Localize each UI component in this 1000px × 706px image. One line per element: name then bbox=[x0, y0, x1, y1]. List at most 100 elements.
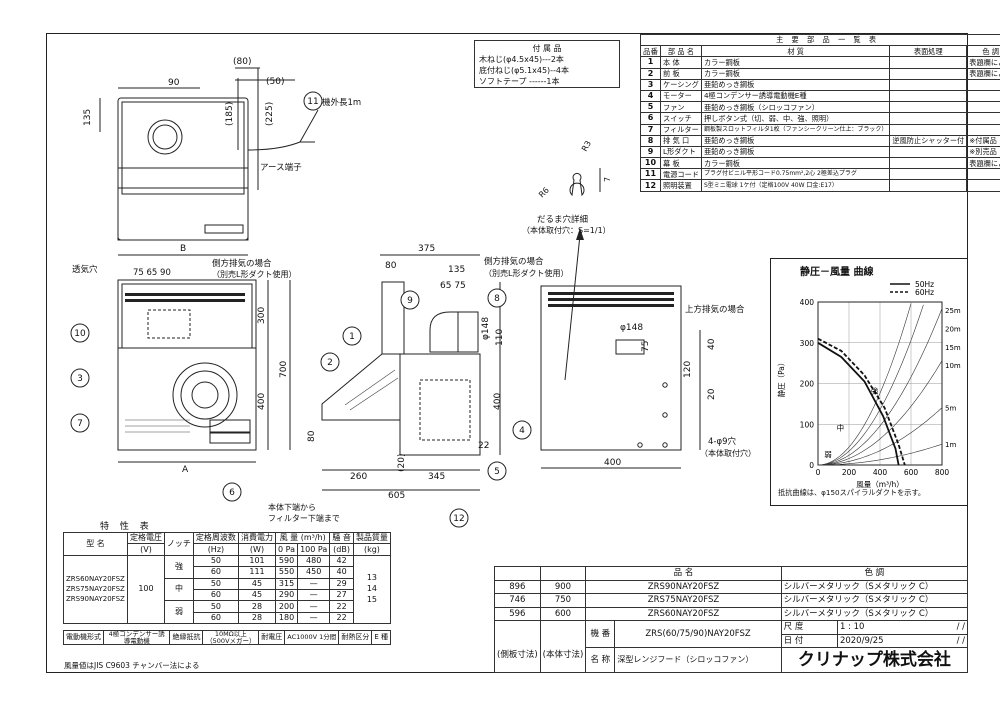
spec-cell: — bbox=[297, 577, 331, 590]
x-tick-label: 0 bbox=[816, 468, 821, 477]
dim-text: 75 bbox=[641, 341, 651, 352]
dim-text: (20) bbox=[397, 454, 407, 472]
daruma-sub: （本体取付穴：S=1/1） bbox=[522, 225, 611, 235]
spec-cell: 27 bbox=[329, 588, 354, 602]
title-header: 品 名 bbox=[585, 566, 782, 581]
front-view-fan bbox=[172, 362, 238, 428]
accessory-line: ソフトテープ ------1本 bbox=[479, 77, 560, 86]
dim-text: 120 bbox=[683, 361, 693, 378]
spec-cell: 22 bbox=[329, 611, 354, 625]
top-view-exhaust-circle bbox=[147, 119, 183, 155]
parts-cell-surface bbox=[889, 157, 968, 170]
x-axis-label: 風量（m³/h） bbox=[856, 480, 904, 489]
spec-cell: 28 bbox=[237, 600, 277, 613]
spec-header: 100 Pa bbox=[297, 543, 331, 556]
y-tick-label: 0 bbox=[809, 461, 814, 470]
balloon-7 bbox=[70, 413, 90, 433]
balloon-label: 9 bbox=[407, 296, 413, 306]
accessory-line: 底付ねじ(φ5.1x45)--4本 bbox=[479, 66, 570, 75]
spec-header: (W) bbox=[237, 543, 277, 556]
chart-title: 静圧－風量 曲線 bbox=[800, 267, 874, 278]
title-cell-color: シルバーメタリック（Sメタリック C） bbox=[780, 579, 969, 594]
spec-cell: 50 bbox=[192, 554, 239, 568]
parts-cell-name: 照明装置 bbox=[660, 179, 702, 192]
dim-text: R3 bbox=[580, 139, 593, 153]
spec-weight: 14 bbox=[366, 584, 378, 594]
title-cell-a: 900 bbox=[539, 579, 587, 594]
fan-curve-60Hz bbox=[817, 337, 906, 466]
company-name: クリナップ株式会社 bbox=[780, 647, 969, 673]
top-exhaust-label: 上方排気の場合 bbox=[685, 304, 745, 315]
top-view-inner bbox=[121, 101, 245, 195]
balloon-label: 6 bbox=[229, 488, 235, 498]
dim-text: 22 bbox=[478, 441, 489, 451]
parts-cell-surface bbox=[889, 123, 968, 136]
spec-cell: 60 bbox=[192, 588, 239, 602]
dim-text: 80 bbox=[307, 430, 317, 442]
parts-cell-material: 亜鉛めっき鋼板 bbox=[700, 134, 891, 147]
spec-weight: 15 bbox=[366, 595, 378, 605]
top-view-hood bbox=[117, 187, 249, 241]
dim-text: 375 bbox=[418, 244, 435, 254]
spec-table: 型 名 定格電圧 ノッチ 定格周波数 消費電力 風 量 (m³/h) 騒 音 製… bbox=[63, 531, 392, 625]
spec-cell: 40 bbox=[329, 566, 354, 579]
parts-cell-color: ※別売品 bbox=[966, 145, 1000, 159]
spec-cell: 111 bbox=[237, 566, 277, 579]
resistance-curve bbox=[817, 303, 912, 466]
dim-text: (225) bbox=[265, 102, 275, 126]
spec-footer-cell: 絶縁抵抗 bbox=[169, 630, 204, 645]
dim-text: 135 bbox=[83, 109, 93, 126]
spec-header: (dB) bbox=[329, 543, 354, 556]
dim-text: 75 65 90 bbox=[133, 268, 171, 278]
y-tick-label: 100 bbox=[800, 420, 815, 429]
spec-notch: 強 bbox=[164, 554, 194, 579]
balloon-1 bbox=[342, 326, 362, 346]
dim-text: (185) bbox=[225, 102, 235, 126]
parts-cell-no: 10 bbox=[640, 157, 661, 170]
top-view-lamp bbox=[204, 224, 244, 234]
spec-cell: 290 bbox=[275, 588, 299, 602]
spec-header: 風 量 (m³/h) bbox=[275, 531, 331, 545]
parts-cell-surface bbox=[889, 179, 968, 192]
resistance-curve bbox=[817, 308, 943, 466]
earth-label: アース端子 bbox=[260, 162, 302, 173]
title-sub: (側板寸法) bbox=[494, 620, 541, 673]
spec-cell: 50 bbox=[192, 600, 239, 613]
resistance-curve bbox=[817, 360, 943, 466]
spec-header: 製品質量 bbox=[352, 531, 392, 545]
x-tick-label: 200 bbox=[842, 468, 857, 477]
spec-cell: 45 bbox=[237, 577, 277, 590]
dim-text: 400 bbox=[604, 458, 621, 468]
spec-cell: — bbox=[297, 600, 331, 613]
spec-cell: 590 bbox=[275, 554, 299, 568]
balloon-8 bbox=[487, 288, 507, 308]
legend-50: 50Hz bbox=[915, 280, 934, 289]
spec-voltage: 100 bbox=[126, 554, 166, 625]
dim-text: 260 bbox=[350, 472, 367, 482]
spec-cell: 101 bbox=[237, 554, 277, 568]
side-view-duct bbox=[381, 281, 405, 355]
parts-cell-material: S型ミニ電球 1ケ付（定格100V 40W 口金:E17） bbox=[700, 179, 891, 192]
balloons bbox=[70, 91, 532, 528]
daruma-label: だるま穴詳細 bbox=[537, 214, 588, 225]
parts-cell-no: 11 bbox=[640, 168, 661, 181]
parts-cell-material: 亜鉛めっき鋼板 bbox=[700, 145, 891, 159]
balloon-10 bbox=[70, 323, 90, 343]
spec-header: 定格電圧 bbox=[126, 531, 166, 545]
spec-model: ZRS75NAY20FSZ bbox=[66, 584, 125, 593]
dim-text: 65 75 bbox=[440, 281, 466, 291]
balloon-label: 5 bbox=[494, 467, 500, 477]
parts-cell-material: カラー鋼板 bbox=[700, 157, 891, 170]
side-exhaust-sub: （別売L形ダクト使用） bbox=[212, 269, 296, 279]
date-label: 日 付 bbox=[780, 633, 838, 648]
side-exhaust-sub: （別売L形ダクト使用） bbox=[484, 268, 568, 278]
vent-slots bbox=[125, 292, 674, 307]
product-value: 深型レンジフード（シロッコファン） bbox=[614, 647, 782, 673]
title-cell-color: シルバーメタリック（Sメタリック C） bbox=[780, 593, 969, 608]
